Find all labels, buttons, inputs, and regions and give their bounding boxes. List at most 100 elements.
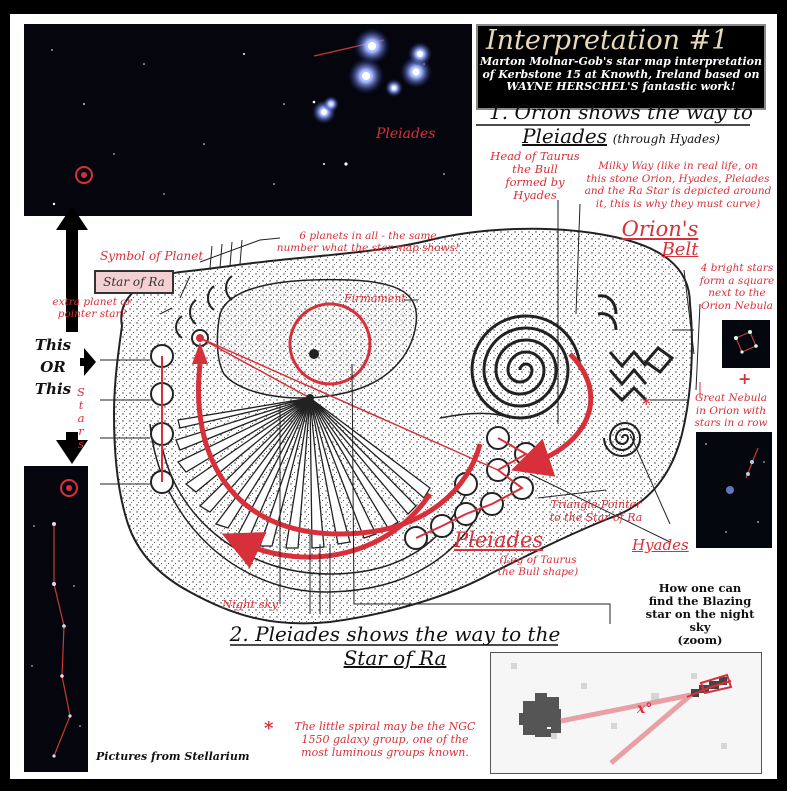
footnote-marker: *	[264, 718, 274, 739]
leader-lines	[100, 200, 701, 624]
stars-letter-r: r	[78, 424, 84, 438]
stars-letter-s2: s	[78, 437, 84, 451]
pivot-dot	[306, 394, 314, 402]
milky-way-line-1: Milky Way (like in real life, on	[598, 160, 758, 172]
how-find-line-5: (zoom)	[677, 633, 723, 647]
subtitle-line-1: Marton Molnar-Gob's star map interpretat…	[480, 55, 762, 68]
six-planets-label: 6 planets in all - the same number what …	[268, 230, 468, 254]
or-word: OR	[40, 358, 66, 376]
footnote-line-3: most luminous groups known.	[301, 746, 469, 759]
milky-way-line-2: this stone Orion, Hyades, Pleiades	[586, 172, 770, 185]
great-nebula-line-3: stars in a row	[694, 417, 768, 429]
triangle-pointer-label: Triangle Pointer to the Star of Ra	[536, 498, 656, 524]
six-planets-line-2: number what the star map shows!	[276, 242, 460, 254]
zoom-pixel-field	[491, 653, 761, 773]
diagram-panel: Pleiades Interpretation #1 Marton Molnar…	[10, 14, 777, 779]
milky-way-line-3: and the Ra Star is depicted around	[584, 185, 772, 197]
pleiades-note-line-1: (Leg of Taurus	[499, 554, 577, 566]
footnote-line-2: 1550 galaxy group, one of the	[301, 733, 469, 746]
orion-belt-shapes	[597, 294, 675, 403]
pleiades-sky-photo: Pleiades	[24, 24, 472, 216]
heading-orion-to-pleiades: 1. Orion shows the way to Pleiades (thro…	[476, 100, 766, 148]
hyades-label: Hyades	[632, 536, 689, 554]
how-find-line-1: How one can	[658, 581, 742, 595]
heading-1-line-1: 1. Orion shows the way to	[489, 100, 753, 124]
head-of-taurus-label: Head of Taurus the Bull formed by Hyades	[490, 150, 580, 202]
extra-planet-label: extra planet or pointer star?	[32, 296, 152, 320]
star-of-ra-label: Star of Ra	[94, 270, 174, 294]
milky-way-label: Milky Way (like in real life, on this st…	[584, 160, 772, 210]
ra-dot	[196, 334, 204, 342]
red-highlight-circle	[288, 302, 372, 386]
extra-planet-crescent	[175, 275, 233, 339]
this-bottom-word: This	[34, 380, 72, 398]
heading-2-line-1: 2. Pleiades shows the way to the	[229, 622, 561, 646]
pointer-lines	[199, 337, 499, 471]
small-spiral	[603, 422, 642, 457]
how-find-line-2: find the Blazing	[648, 594, 752, 608]
spiral-asterisk: *	[642, 394, 651, 413]
stars-vertical-label: S t a r s	[74, 386, 88, 451]
head-taurus-line-1: Head of Taurus	[490, 149, 580, 163]
heading-1-note: (through Hyades)	[612, 132, 720, 146]
title-box: Interpretation #1 Marton Molnar-Gob's st…	[476, 24, 766, 110]
stars-letter-t: t	[78, 398, 84, 412]
head-taurus-line-4: Hyades	[513, 188, 557, 202]
pleiades-photo-label: Pleiades	[376, 126, 436, 142]
heading-pleiades-to-ra: 2. Pleiades shows the way to the Star of…	[220, 622, 570, 670]
stars-letter-a: a	[77, 411, 85, 425]
pleiades-note-line-2: the Bull shape)	[497, 566, 579, 578]
how-find-line-3: star on the night	[645, 607, 755, 621]
angle-label: x°	[637, 701, 653, 717]
symbol-of-planet-label: Symbol of Planet	[100, 249, 204, 263]
four-stars-field	[722, 320, 770, 368]
subtitle-line-2: of Kerbstone 15 at Knowth, Ireland based…	[482, 67, 760, 81]
great-nebula-line-1: Great Nebula	[695, 392, 767, 404]
six-planets-line-1: 6 planets in all - the same	[299, 230, 437, 242]
extra-planet-line-2: pointer star?	[57, 308, 127, 320]
extra-planet-line-1: extra planet or	[52, 296, 132, 308]
belt-word: Belt	[661, 239, 699, 260]
footnote-label: The little spiral may be the NGC 1550 ga…	[274, 720, 496, 759]
page-title: Interpretation #1	[486, 25, 729, 56]
vertical-star-field	[24, 466, 88, 772]
arrow-down	[56, 432, 88, 464]
kerbstone-diagram	[56, 124, 750, 646]
orion-nebula-photo	[696, 432, 772, 548]
great-nebula-line-2: in Orion with	[695, 404, 767, 417]
four-stars-line-1: 4 bright stars	[700, 262, 774, 274]
left-arrows	[56, 206, 96, 464]
plus-sign: +	[738, 369, 752, 388]
triangle-pointer-line-2: to the Star of Ra	[549, 511, 643, 524]
night-sky-label: Night sky	[222, 597, 279, 611]
four-stars-line-2: form a square	[699, 274, 775, 287]
subtitle-line-3: WAYNE HERSCHEL'S fantastic work!	[506, 80, 736, 93]
four-stars-photo	[722, 320, 770, 368]
zoom-box: x° *	[490, 652, 762, 774]
how-find-label: How one can find the Blazing star on the…	[640, 582, 760, 647]
pleiades-note-label: (Leg of Taurus the Bull shape)	[488, 554, 588, 578]
orions-word: Orion's	[621, 217, 699, 241]
four-stars-line-3: next to the	[708, 287, 766, 299]
great-nebula-label: Great Nebula in Orion with stars in a ro…	[686, 392, 776, 430]
how-find-line-4: sky	[689, 620, 711, 634]
this-top-word: This	[34, 336, 72, 354]
arrow-up	[56, 206, 88, 332]
red-arrows	[196, 352, 594, 569]
vertical-sky-photo	[24, 466, 88, 772]
large-spiral	[470, 314, 582, 420]
four-stars-line-4: Orion Nebula	[701, 299, 773, 312]
heading-2-line-2: Star of Ra	[343, 646, 447, 670]
firmament-label: Firmament	[344, 292, 406, 305]
pleiades-big-label: Pleiades	[454, 528, 544, 552]
head-taurus-line-3: formed by	[505, 175, 565, 189]
night-sky-rays	[175, 397, 431, 549]
firmament-dot	[309, 349, 319, 359]
four-stars-label: 4 bright stars form a square next to the…	[698, 262, 776, 312]
heading-1-emphasis: Pleiades	[522, 124, 607, 148]
orions-belt-label: Orion's Belt	[616, 218, 704, 260]
pleiades-star-field	[24, 24, 472, 216]
arrow-left	[80, 348, 96, 376]
stars-letter-s: S	[77, 385, 85, 399]
